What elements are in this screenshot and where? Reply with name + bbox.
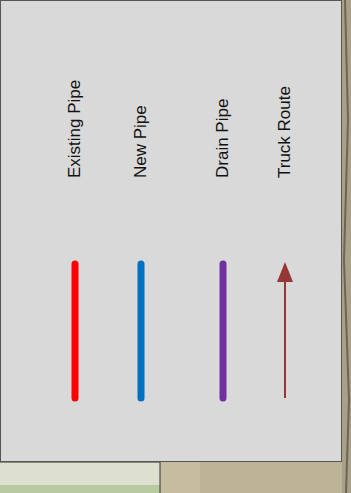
pipe-line-sample	[138, 264, 145, 398]
legend-text: New Pipe	[131, 105, 151, 178]
pipe-line-sample	[220, 264, 227, 398]
legend-text: Drain Pipe	[213, 99, 233, 178]
legend-panel	[0, 0, 342, 462]
pipe-line-sample	[72, 264, 79, 398]
legend-text: Truck Route	[275, 86, 295, 178]
legend-text: Existing Pipe	[65, 80, 85, 178]
truck-route-arrow	[277, 262, 293, 398]
